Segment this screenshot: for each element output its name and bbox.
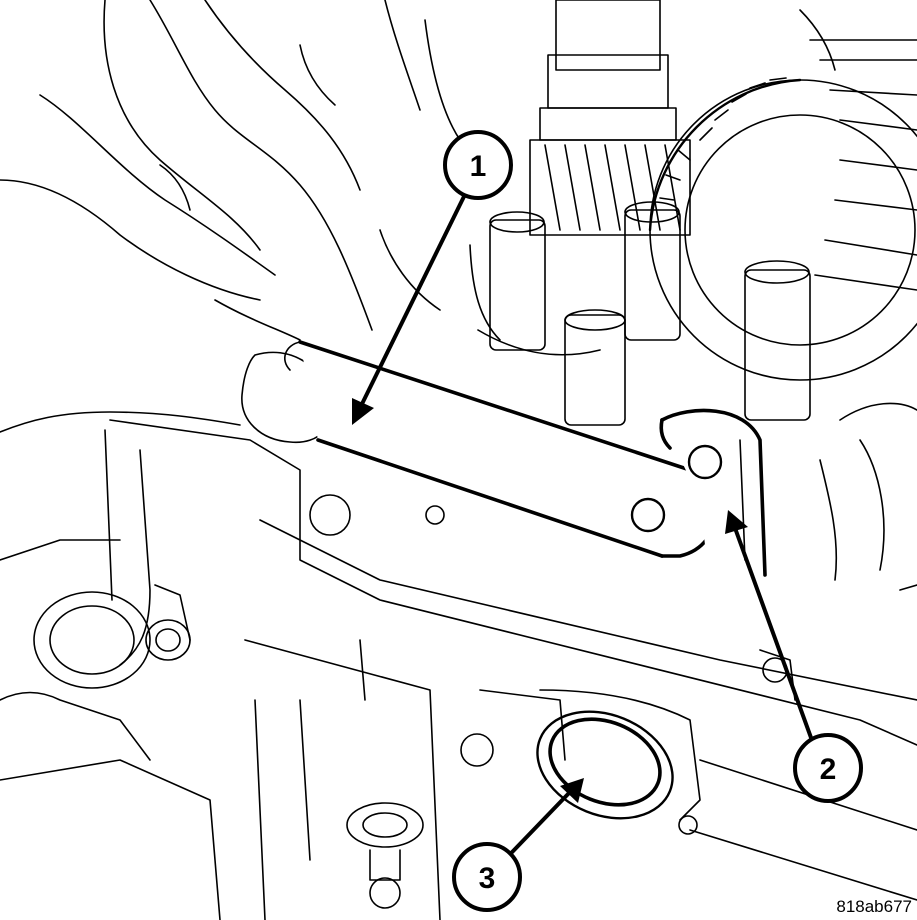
callout-2-group: 2 [725, 510, 863, 803]
callout-3-circle [452, 842, 522, 912]
callout-1-label: 1 [470, 150, 487, 183]
alignment-tool-bar [284, 340, 718, 558]
callout-1-circle [443, 130, 513, 200]
callout-3-label: 3 [479, 862, 496, 895]
lever-arm [659, 408, 767, 600]
callout-3-group: 3 [452, 778, 584, 912]
upper-gear-train [379, 0, 917, 581]
callout-1-group: 1 [352, 130, 513, 425]
callout-2-label: 2 [820, 753, 837, 786]
lower-housing [0, 419, 917, 920]
callout-2-circle [793, 733, 863, 803]
hand [0, 0, 373, 444]
figure-id: 818ab677 [836, 897, 912, 916]
